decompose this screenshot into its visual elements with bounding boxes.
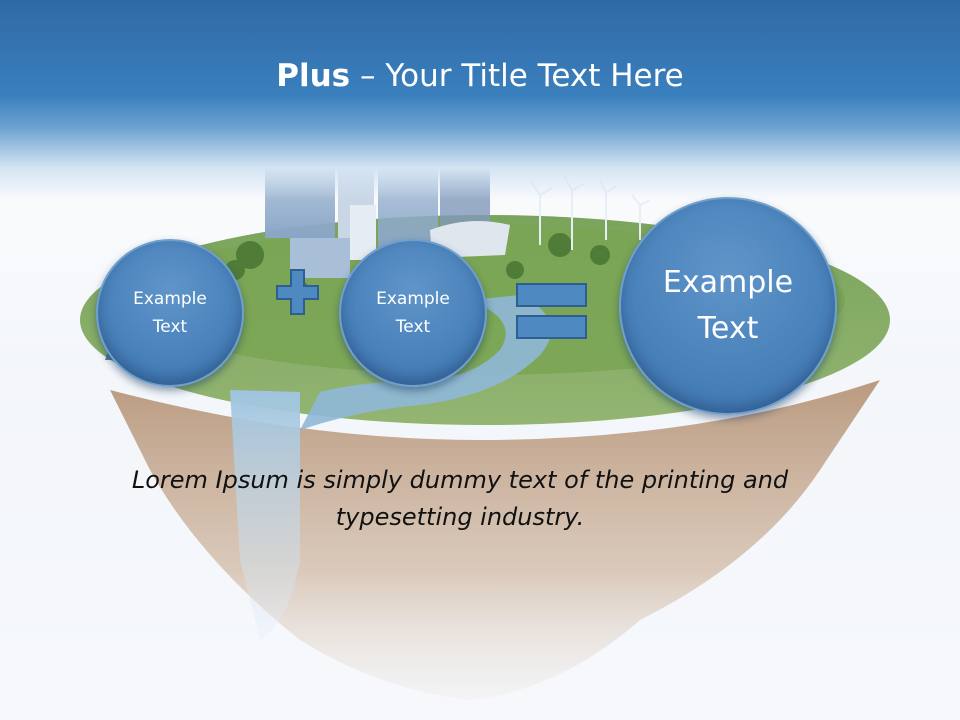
title-rest: – Your Title Text Here	[350, 58, 684, 94]
title-bar	[0, 0, 960, 200]
circle-middle-text: Example Text	[376, 289, 450, 337]
circle-left: Example Text	[96, 239, 244, 387]
circle-middle: Example Text	[339, 239, 487, 387]
circle-left-text: Example Text	[133, 289, 207, 337]
body-text: Lorem Ipsum is simply dummy text of the …	[131, 466, 789, 531]
circle-result-text: Example Text	[662, 265, 794, 346]
slide-title: Plus – Your Title Text Here	[0, 52, 960, 100]
circle-result: Example Text	[619, 197, 837, 415]
title-bold: Plus	[276, 58, 351, 94]
